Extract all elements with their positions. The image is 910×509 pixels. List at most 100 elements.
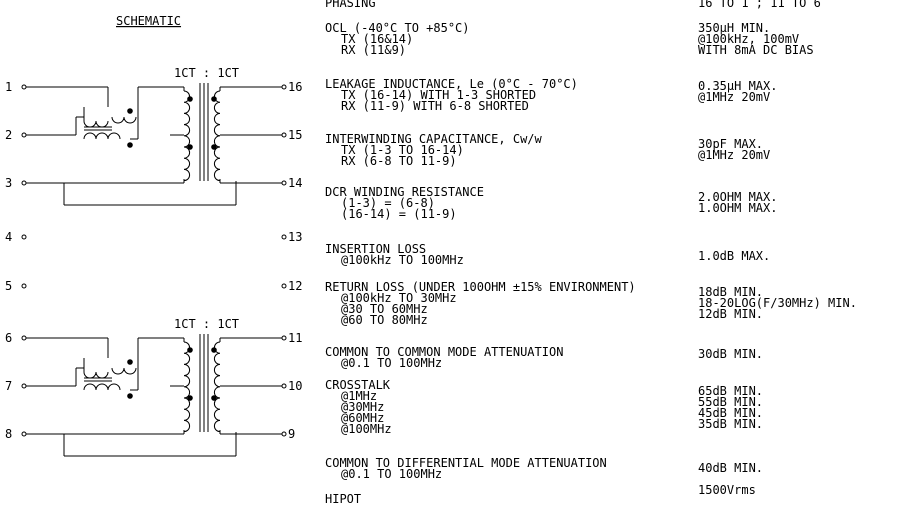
spec-condition: @1MHz bbox=[341, 389, 378, 403]
pin-terminal bbox=[21, 180, 27, 186]
spec-value: 30dB MIN. bbox=[698, 347, 764, 361]
choke-coil bbox=[111, 116, 137, 124]
spec-condition: TX (16&14) bbox=[341, 32, 414, 46]
spec-parameter: HIPOT bbox=[325, 492, 362, 506]
spec-condition: @0.1 TO 100MHz bbox=[341, 356, 443, 370]
spec-condition: (16-14) = (11-9) bbox=[341, 207, 457, 221]
spec-heading: DCR WINDING RESISTANCE bbox=[325, 185, 484, 199]
spec-heading: PHASING bbox=[325, 0, 376, 10]
pin-label: 15 bbox=[288, 128, 302, 142]
pin-label: 4 bbox=[5, 230, 12, 244]
polarity-dot bbox=[187, 144, 193, 150]
pin-terminal bbox=[281, 180, 287, 186]
spec-value-line: 0.35µH MAX. bbox=[698, 79, 778, 93]
spec-heading: COMMON TO DIFFERENTIAL MODE ATTENUATION bbox=[325, 456, 607, 470]
pin-label: 2 bbox=[5, 128, 12, 142]
spec-value: 16 TO 1 ; 11 TO 6 bbox=[698, 0, 821, 9]
winding-coil bbox=[183, 90, 191, 182]
spec-value: 1.0dB MAX. bbox=[698, 250, 770, 262]
polarity-dot bbox=[211, 347, 217, 353]
spec-value-line: 350µH MIN. bbox=[698, 21, 771, 35]
spec-parameter: OCL (-40°C TO +85°C)TX (16&14)RX (11&9) bbox=[325, 21, 470, 57]
pin-terminal bbox=[281, 234, 287, 240]
spec-parameter: COMMON TO DIFFERENTIAL MODE ATTENUATION@… bbox=[325, 456, 607, 481]
pin-terminal bbox=[21, 283, 27, 289]
polarity-dot bbox=[127, 359, 133, 365]
spec-value-line: 2.0OHM MAX. bbox=[698, 190, 778, 204]
spec-heading: LEAKAGE INDUCTANCE, Le (0°C - 70°C) bbox=[325, 77, 578, 91]
spec-heading: HIPOT bbox=[325, 492, 362, 506]
pin-label: 3 bbox=[5, 176, 12, 190]
spec-heading: CROSSTALK bbox=[325, 378, 391, 392]
spec-parameter: LEAKAGE INDUCTANCE, Le (0°C - 70°C)TX (1… bbox=[325, 77, 578, 113]
pin-label: 6 bbox=[5, 331, 12, 345]
pin-label: 11 bbox=[288, 331, 302, 345]
spec-condition: @0.1 TO 100MHz bbox=[341, 467, 443, 481]
pin-label: 12 bbox=[288, 279, 302, 293]
spec-heading: RETURN LOSS (UNDER 100OHM ±15% ENVIRONME… bbox=[325, 280, 636, 294]
spec-heading: INTERWINDING CAPACITANCE, Cw/w bbox=[325, 132, 542, 146]
spec-condition: RX (11&9) bbox=[341, 43, 407, 57]
choke-coil bbox=[111, 367, 137, 375]
spec-heading: INSERTION LOSS bbox=[325, 242, 427, 256]
pin-terminal bbox=[21, 431, 27, 437]
spec-condition: @100kHz TO 30MHz bbox=[341, 291, 457, 305]
pin-terminal bbox=[21, 234, 27, 240]
spec-heading: OCL (-40°C TO +85°C) bbox=[325, 21, 470, 35]
spec-value-line: 12dB MIN. bbox=[698, 307, 764, 321]
spec-value-line: 18dB MIN. bbox=[698, 285, 764, 299]
spec-value: 30pF MAX.@1MHz 20mV bbox=[698, 137, 770, 161]
spec-value-line: 55dB MIN. bbox=[698, 395, 764, 409]
pin-terminal bbox=[21, 84, 27, 90]
polarity-dot bbox=[211, 395, 217, 401]
pin-terminal bbox=[281, 132, 287, 138]
pin-label: 9 bbox=[288, 427, 295, 441]
spec-value-line: 30dB MIN. bbox=[698, 347, 764, 361]
spec-value-line: 30pF MAX. bbox=[698, 137, 764, 151]
spec-value: 65dB MIN.55dB MIN.45dB MIN.35dB MIN. bbox=[698, 385, 764, 431]
schematic-title: SCHEMATIC bbox=[116, 14, 181, 28]
pin-terminal bbox=[281, 84, 287, 90]
spec-value: 18dB MIN.18-20LOG(F/30MHz) MIN.12dB MIN. bbox=[698, 285, 857, 321]
spec-condition: @60MHz bbox=[341, 411, 385, 425]
winding-coil bbox=[213, 90, 221, 182]
spec-value-line: 35dB MIN. bbox=[698, 417, 764, 431]
spec-condition: RX (6-8 TO 11-9) bbox=[341, 154, 457, 168]
spec-value: 1500Vrms bbox=[698, 484, 756, 496]
spec-parameter: CROSSTALK@1MHz@30MHz@60MHz@100MHz bbox=[325, 378, 392, 436]
pin-terminal bbox=[281, 283, 287, 289]
pin-terminal bbox=[281, 431, 287, 437]
spec-condition: @60 TO 80MHz bbox=[341, 313, 428, 327]
spec-parameter: DCR WINDING RESISTANCE(1-3) = (6-8)(16-1… bbox=[325, 185, 484, 221]
spec-condition: @100kHz TO 100MHz bbox=[341, 253, 464, 267]
winding-coil bbox=[183, 341, 191, 433]
spec-value-line: 45dB MIN. bbox=[698, 406, 764, 420]
pin-label: 13 bbox=[288, 230, 302, 244]
pin-terminal bbox=[21, 383, 27, 389]
spec-parameter: COMMON TO COMMON MODE ATTENUATION@0.1 TO… bbox=[325, 346, 563, 370]
pin-label: 14 bbox=[288, 176, 302, 190]
pin-label: 5 bbox=[5, 279, 12, 293]
pin-terminal bbox=[21, 132, 27, 138]
choke-coil bbox=[83, 383, 121, 391]
spec-condition: RX (11-9) WITH 6-8 SHORTED bbox=[341, 99, 529, 113]
winding-coil bbox=[213, 341, 221, 433]
turns-ratio-label: 1CT : 1CT bbox=[174, 317, 239, 331]
turns-ratio-label: 1CT : 1CT bbox=[174, 66, 239, 80]
spec-parameter: INSERTION LOSS@100kHz TO 100MHz bbox=[325, 242, 464, 267]
polarity-dot bbox=[211, 144, 217, 150]
spec-value-line: 1.0OHM MAX. bbox=[698, 201, 778, 215]
polarity-dot bbox=[187, 395, 193, 401]
choke-coil bbox=[83, 132, 121, 140]
spec-parameter: PHASING bbox=[325, 0, 376, 9]
spec-condition: @100MHz bbox=[341, 422, 392, 436]
pin-label: 7 bbox=[5, 379, 12, 393]
spec-condition: @30MHz bbox=[341, 400, 385, 414]
spec-condition: TX (16-14) WITH 1-3 SHORTED bbox=[341, 88, 537, 102]
polarity-dot bbox=[211, 96, 217, 102]
spec-value-line: @1MHz 20mV bbox=[698, 90, 771, 104]
spec-value-line: 40dB MIN. bbox=[698, 461, 764, 475]
